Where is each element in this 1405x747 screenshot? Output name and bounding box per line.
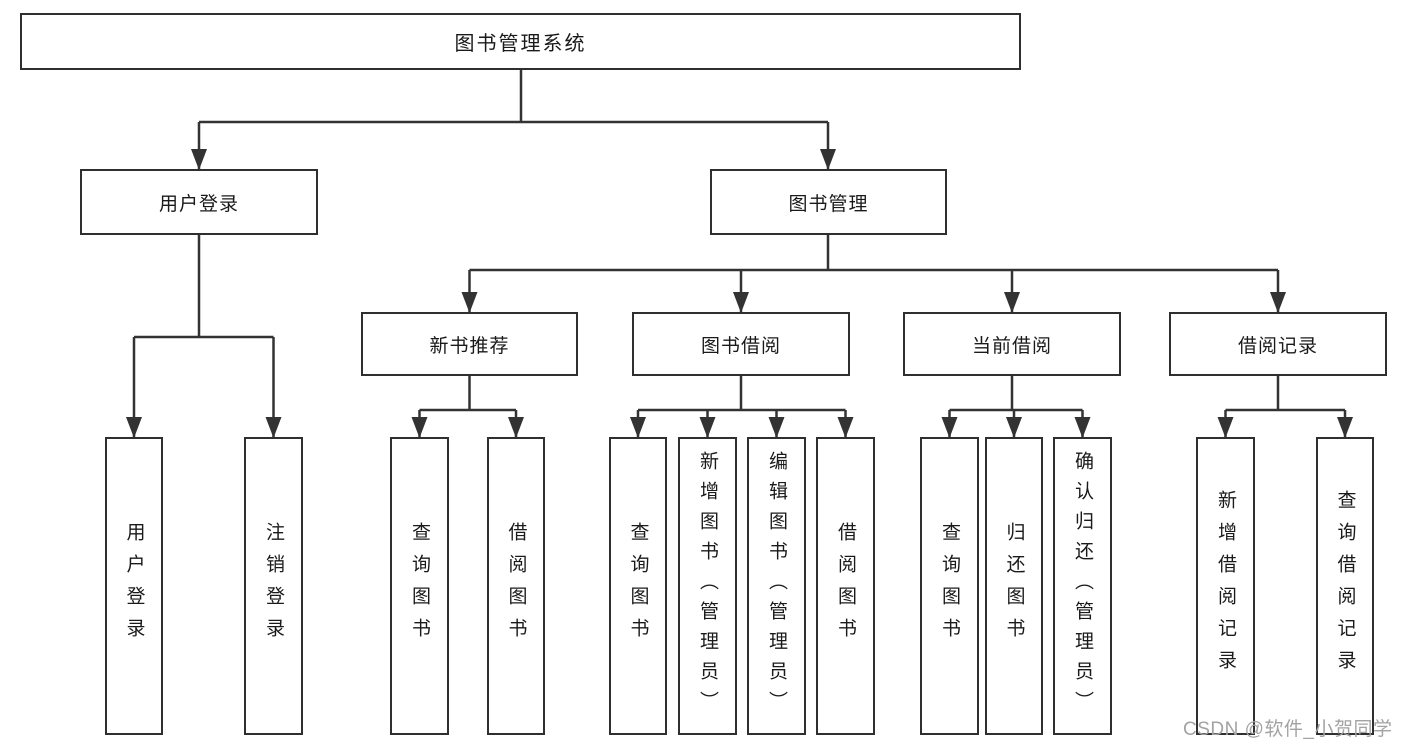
leaf-confirm-return-admin: 确认归还（管理员） [1053,437,1112,735]
leaf-user-login: 用户登录 [105,437,163,735]
node-book-management-branch-label: 图书管理 [788,193,869,215]
node-borrow-records: 借阅记录 [1169,312,1387,376]
node-user-login-branch: 用户登录 [80,169,318,235]
leaf-query-borrow-record-label: 查询借阅记录 [1334,490,1356,682]
csdn-watermark: CSDN @软件_小贺同学 [1183,719,1393,740]
leaf-query-books-1-label: 查询图书 [409,522,430,650]
leaf-return-book: 归还图书 [985,437,1043,735]
leaf-logout-label: 注销登录 [263,522,284,650]
leaf-borrow-books-2-label: 借阅图书 [835,522,856,650]
leaf-query-books-1: 查询图书 [390,437,449,735]
leaf-query-books-2-label: 查询图书 [627,522,649,650]
node-new-book-recommend-label: 新书推荐 [429,335,510,357]
leaf-borrow-books-1-label: 借阅图书 [505,522,527,650]
node-new-book-recommend: 新书推荐 [361,312,578,376]
leaf-query-books-2: 查询图书 [609,437,667,735]
leaf-add-borrow-record-label: 新增借阅记录 [1215,490,1236,682]
leaf-add-borrow-record: 新增借阅记录 [1196,437,1255,735]
leaf-query-books-3-label: 查询图书 [939,522,960,650]
leaf-logout: 注销登录 [244,437,303,735]
leaf-user-login-label: 用户登录 [123,522,145,650]
leaf-return-book-label: 归还图书 [1003,522,1025,650]
leaf-confirm-return-admin-label: 确认归还（管理员） [1072,451,1093,721]
leaf-edit-book-admin: 编辑图书（管理员） [747,437,806,735]
node-borrow-records-label: 借阅记录 [1237,335,1318,357]
node-book-borrow-label: 图书借阅 [700,335,781,357]
node-book-management-branch: 图书管理 [710,169,947,235]
leaf-query-borrow-record: 查询借阅记录 [1316,437,1374,735]
leaf-edit-book-admin-label: 编辑图书（管理员） [766,451,787,721]
leaf-add-book-admin-label: 新增图书（管理员） [697,451,718,721]
node-book-borrow: 图书借阅 [632,312,850,376]
node-current-borrow: 当前借阅 [903,312,1121,376]
leaf-query-books-3: 查询图书 [920,437,979,735]
leaf-borrow-books-1: 借阅图书 [487,437,545,735]
leaf-borrow-books-2: 借阅图书 [816,437,875,735]
node-system-root-label: 图书管理系统 [454,33,587,55]
node-current-borrow-label: 当前借阅 [971,335,1052,357]
node-user-login-branch-label: 用户登录 [158,193,239,215]
node-system-root: 图书管理系统 [20,13,1021,70]
leaf-add-book-admin: 新增图书（管理员） [678,437,737,735]
connector-bars [134,70,1345,412]
